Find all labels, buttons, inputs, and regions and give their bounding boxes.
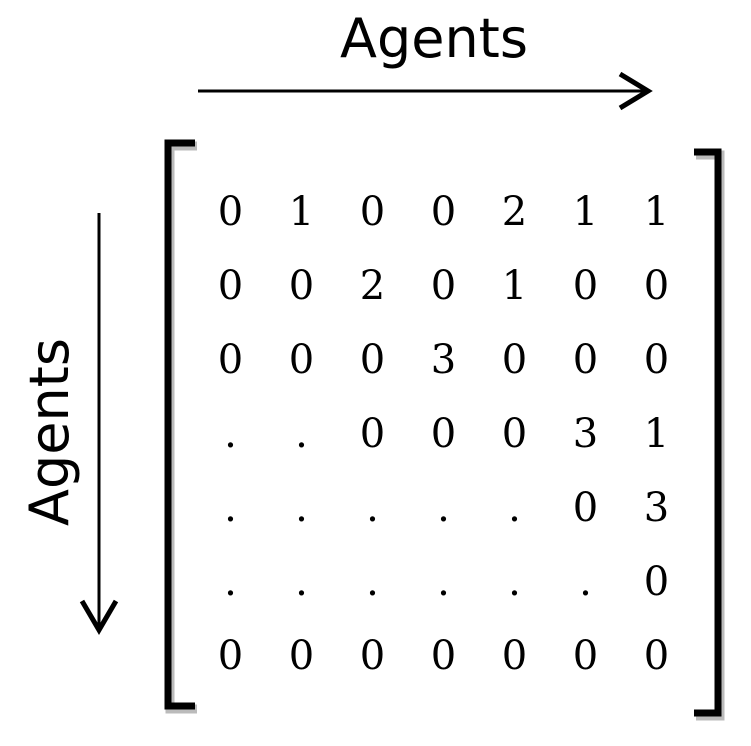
matrix-cell: . bbox=[366, 485, 379, 531]
matrix-cell: 0 bbox=[501, 337, 528, 383]
matrix-cell: 0 bbox=[430, 633, 457, 679]
matrix-cell: . bbox=[224, 485, 237, 531]
matrix-cell: 3 bbox=[572, 411, 599, 457]
matrix-cell: 0 bbox=[643, 337, 670, 383]
matrix-cell: 0 bbox=[359, 189, 386, 235]
matrix-cell: 0 bbox=[217, 189, 244, 235]
matrix-cell: 0 bbox=[359, 411, 386, 457]
matrix-cell: . bbox=[295, 485, 308, 531]
matrix-cell: 0 bbox=[572, 485, 599, 531]
matrix-cell: . bbox=[366, 559, 379, 605]
matrix-cell: 0 bbox=[359, 337, 386, 383]
matrix-cell: . bbox=[437, 485, 450, 531]
matrix-cell: 0 bbox=[430, 411, 457, 457]
matrix-cell: 0 bbox=[430, 189, 457, 235]
matrix-cell: 1 bbox=[572, 189, 599, 235]
matrix-cell: . bbox=[508, 485, 521, 531]
matrix-cell: 0 bbox=[288, 337, 315, 383]
left-bracket bbox=[164, 139, 197, 714]
matrix-cell: 0 bbox=[217, 633, 244, 679]
matrix-cell: 1 bbox=[643, 189, 670, 235]
matrix-cell: 1 bbox=[501, 263, 528, 309]
matrix-cell: 0 bbox=[501, 411, 528, 457]
matrix-cell: 0 bbox=[430, 263, 457, 309]
matrix-cell: . bbox=[224, 559, 237, 605]
matrix-cell: 3 bbox=[643, 485, 670, 531]
matrix-cell: . bbox=[224, 411, 237, 457]
matrix-cell: . bbox=[508, 559, 521, 605]
matrix-cell: . bbox=[295, 411, 308, 457]
matrix-cell: 1 bbox=[288, 189, 315, 235]
matrix-cell: 3 bbox=[430, 337, 457, 383]
matrix-cell: 0 bbox=[501, 633, 528, 679]
matrix-cell: 2 bbox=[359, 263, 386, 309]
right-bracket bbox=[694, 148, 725, 721]
matrix-cell: . bbox=[295, 559, 308, 605]
top-axis-label: Agents bbox=[340, 7, 528, 70]
matrix-cell: 2 bbox=[501, 189, 528, 235]
matrix-cell: 0 bbox=[572, 337, 599, 383]
matrix-cell: 0 bbox=[643, 263, 670, 309]
matrix-cell: . bbox=[437, 559, 450, 605]
right-arrow-icon bbox=[198, 71, 653, 111]
matrix-cell: 0 bbox=[288, 633, 315, 679]
matrix-cell: 0 bbox=[217, 337, 244, 383]
matrix-cell: 0 bbox=[643, 633, 670, 679]
matrix-cell: 0 bbox=[572, 633, 599, 679]
matrix-cell: 0 bbox=[359, 633, 386, 679]
matrix-cell: 0 bbox=[288, 263, 315, 309]
matrix-cell: 1 bbox=[643, 411, 670, 457]
matrix-cell: 0 bbox=[572, 263, 599, 309]
matrix-cell: 0 bbox=[643, 559, 670, 605]
down-arrow-icon bbox=[79, 213, 119, 635]
matrix-cell: 0 bbox=[217, 263, 244, 309]
matrix-cell: . bbox=[579, 559, 592, 605]
